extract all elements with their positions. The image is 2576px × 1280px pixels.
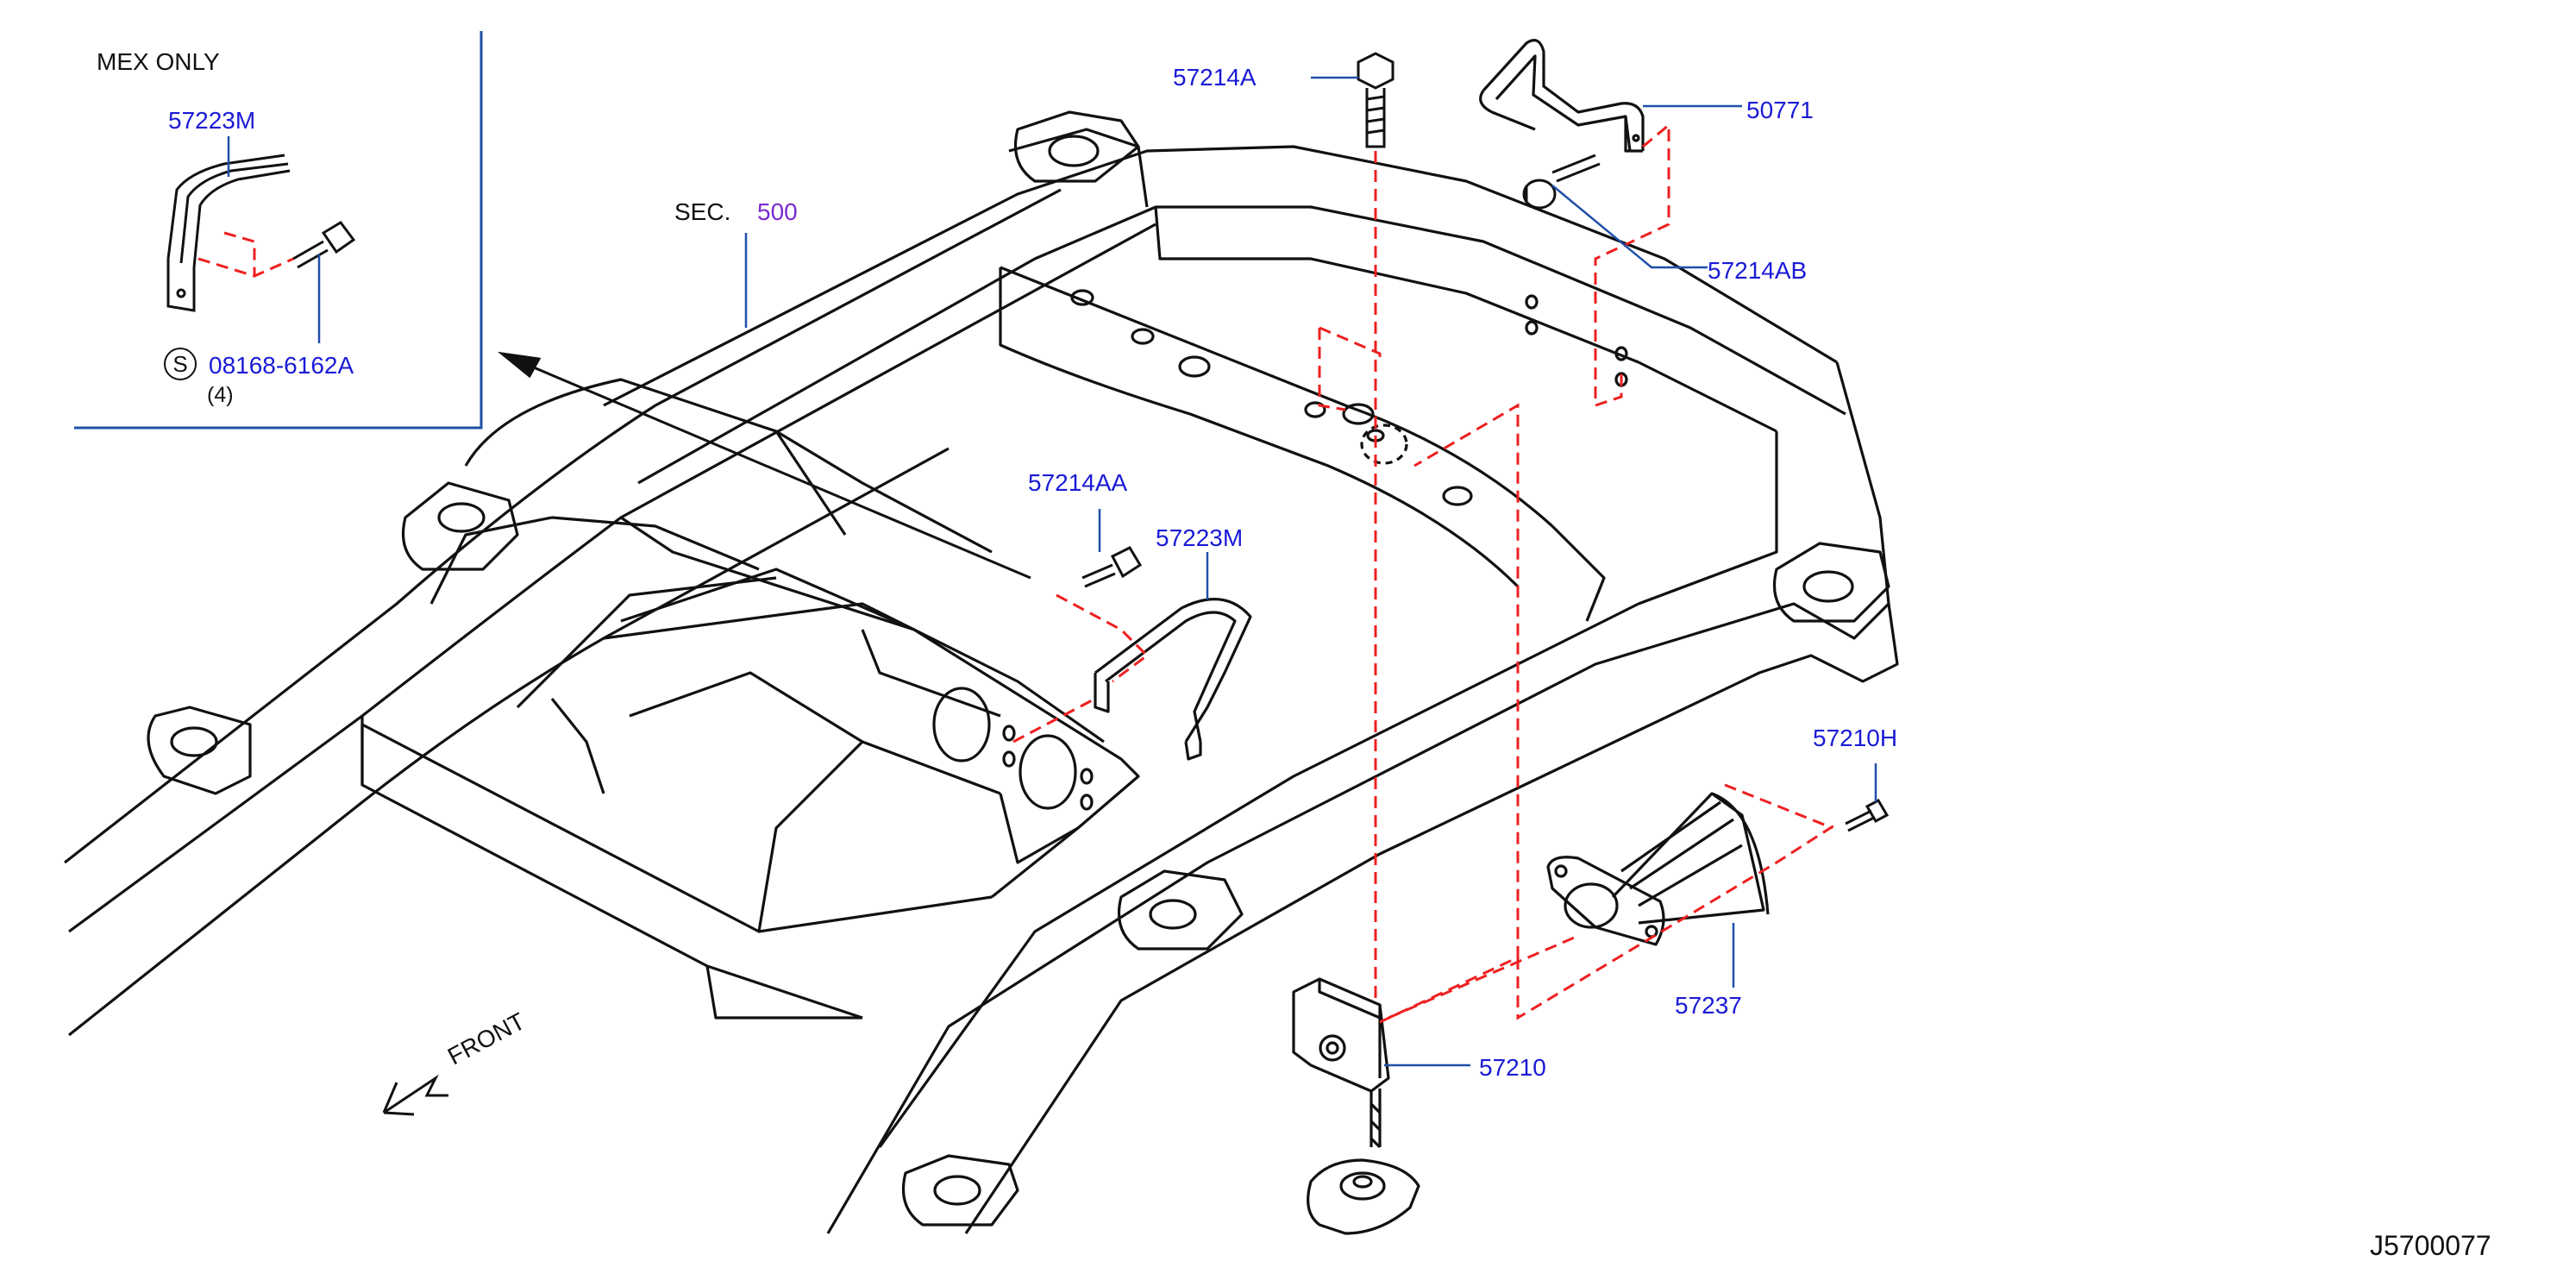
bolt-57214AB <box>1522 154 1601 210</box>
diagram-code: J5700077 <box>2370 1230 2491 1261</box>
part-label-50771[interactable]: 50771 <box>1746 97 1814 123</box>
hanger-bracket-50771 <box>1479 39 1645 153</box>
part-label-57223M[interactable]: 57223M <box>1156 524 1244 551</box>
leader-lines <box>1098 76 1877 1067</box>
bolt-57214AA <box>1081 546 1143 588</box>
part-label-57214A[interactable]: 57214A <box>1173 64 1257 91</box>
bolt-57210H <box>1845 798 1890 832</box>
winch-57210 <box>1292 977 1420 1235</box>
chassis-frame <box>64 110 1899 1234</box>
spare-tire-cone-57237 <box>1546 792 1770 946</box>
sec-prefix: SEC. <box>674 198 731 225</box>
inset-leaders <box>227 136 321 343</box>
inset-hanger-bracket <box>166 154 291 312</box>
inset-box <box>74 31 483 430</box>
part-label-57210[interactable]: 57210 <box>1479 1054 1546 1081</box>
part-label-57210H[interactable]: 57210H <box>1813 725 1898 751</box>
inset-part-57223M: 57223M <box>168 107 256 134</box>
service-symbol-icon: S <box>164 348 197 380</box>
part-label-57214AA[interactable]: 57214AA <box>1028 469 1128 496</box>
inset-bolt-qty: (4) <box>207 383 234 407</box>
hanger-bracket-57223M <box>1094 598 1252 761</box>
inset-title: MEX ONLY <box>97 48 220 75</box>
part-label-57237[interactable]: 57237 <box>1675 992 1742 1019</box>
inset-phantom-lines <box>197 231 294 278</box>
bolt-57214A <box>1357 52 1395 148</box>
inset-bolt-part: 08168-6162A <box>209 352 354 379</box>
detail-arrow <box>497 351 1031 580</box>
front-arrow-icon <box>382 1074 448 1116</box>
phantom-lines <box>1012 122 1838 1024</box>
inset-bolt <box>292 221 356 269</box>
sec-number-link[interactable]: 500 <box>757 198 798 225</box>
part-label-57214AB[interactable]: 57214AB <box>1708 257 1808 284</box>
